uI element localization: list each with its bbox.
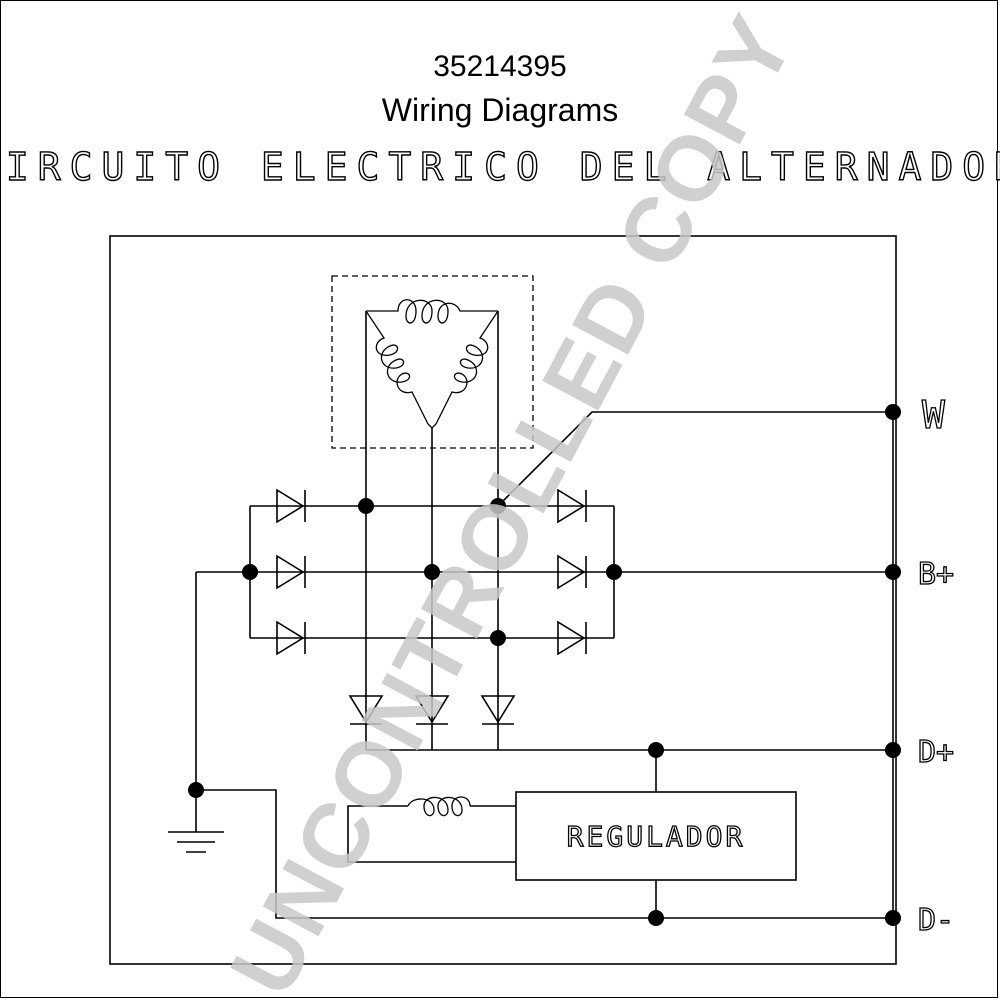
terminal-label-d-minus: D- (918, 903, 954, 938)
ground-symbol (168, 790, 224, 853)
exciter-diode-1 (348, 695, 384, 725)
part-number: 35214395 (433, 50, 567, 83)
stator-winding (365, 299, 499, 429)
terminal-label-b-plus: B+ (918, 557, 954, 592)
diode-left-top (276, 488, 306, 524)
diode-left-mid (276, 554, 306, 590)
diode-right-mid (557, 554, 587, 590)
field-coil (347, 796, 516, 863)
exciter-diode-2 (414, 695, 450, 725)
terminal-d-plus (885, 742, 901, 758)
diode-left-bottom (276, 620, 306, 656)
terminal-label-d-plus: D+ (918, 735, 954, 770)
regulator-label: REGULADOR (567, 820, 746, 853)
diode-right-top (557, 488, 587, 524)
exciter-diode-3 (480, 695, 516, 725)
diode-right-bottom (557, 620, 587, 656)
terminal-w (885, 404, 901, 420)
page-subtitle: Wiring Diagrams (381, 92, 619, 128)
terminal-b-plus (885, 564, 901, 580)
terminal-d-minus (885, 910, 901, 926)
terminal-label-w: W (922, 393, 945, 437)
diagram-border (109, 235, 897, 965)
junction-dots (188, 498, 664, 926)
diagram-title: CIRCUITO ELECTRICO DEL ALTERNADOR (0, 145, 1000, 189)
